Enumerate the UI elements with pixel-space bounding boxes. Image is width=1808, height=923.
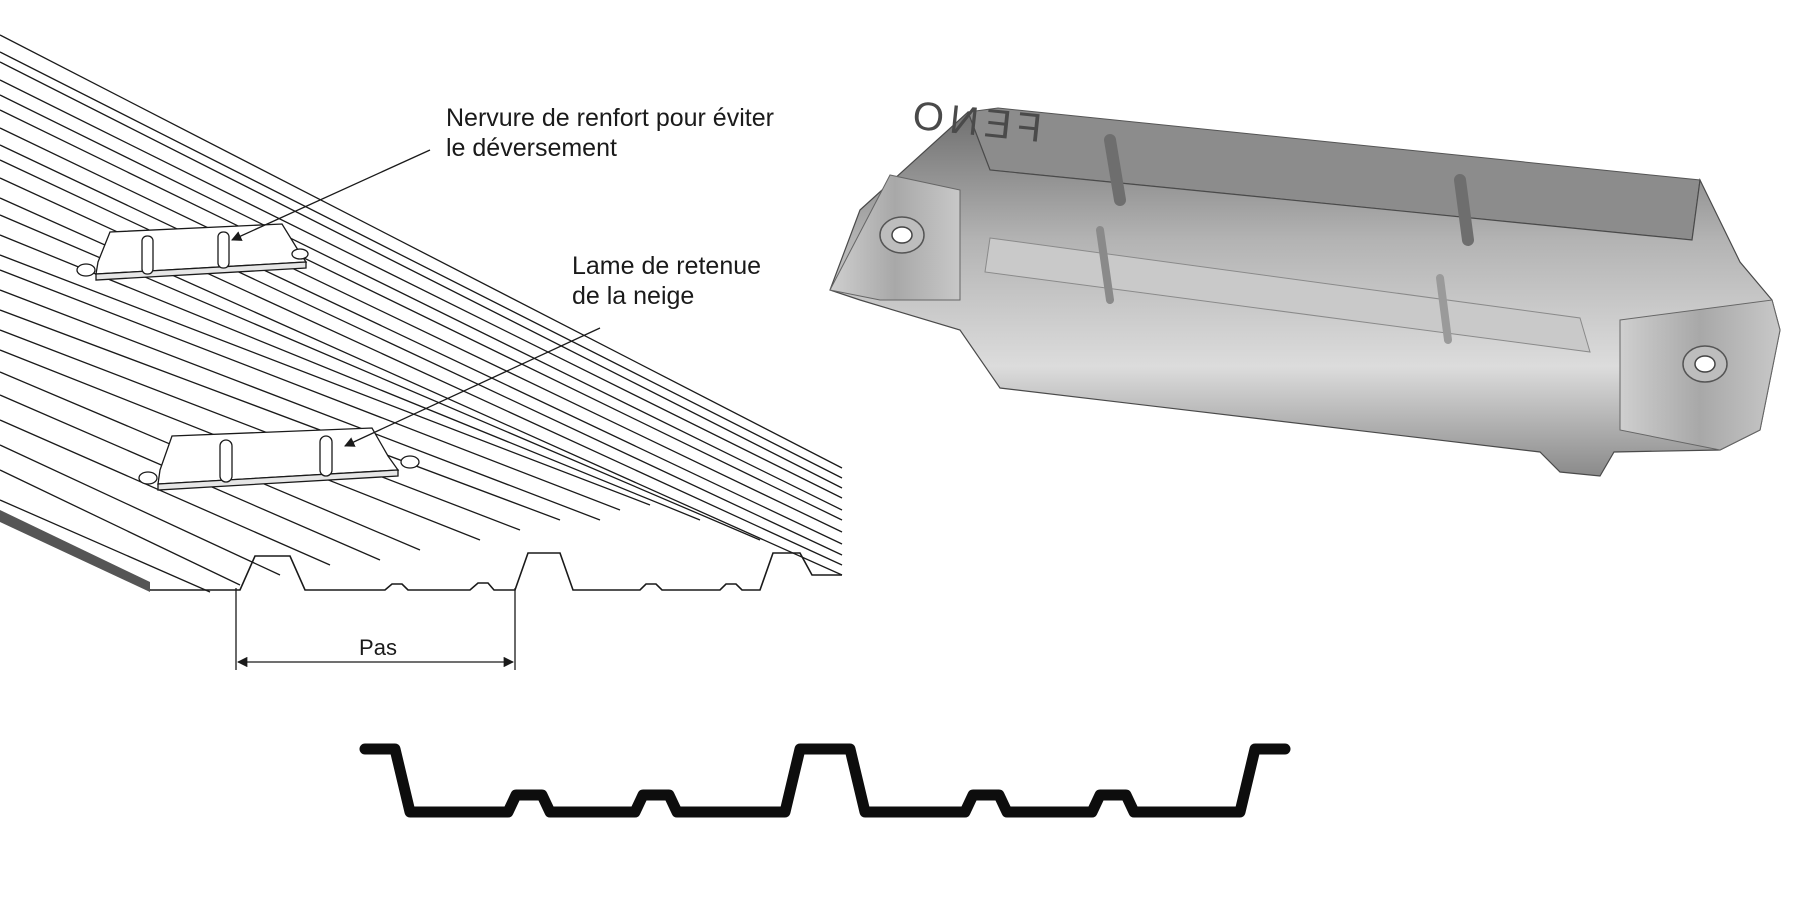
callout-rib-line2: le déversement: [446, 134, 617, 162]
pitch-dimension: [235, 588, 516, 670]
snow-guard-blade-upper: [76, 223, 309, 281]
bracket-fixing-hole-right: [1682, 345, 1728, 383]
callout-rib-leader: [231, 149, 431, 241]
bracket-stamped-mark: FENO: [905, 93, 1044, 151]
pitch-dimension-label: Pas: [359, 635, 397, 660]
trapezoidal-profile-section: [359, 743, 1291, 818]
roof-panel-illustration: [0, 34, 843, 670]
callout-blade-line2: de la neige: [572, 282, 694, 310]
callout-blade-leader: [344, 327, 601, 447]
callout-rib-line1: Nervure de renfort pour éviter: [446, 104, 774, 132]
snow-guard-blade-lower: [138, 427, 420, 491]
bracket-fixing-hole-left: [879, 216, 925, 254]
callout-blade-line1: Lame de retenue: [572, 252, 761, 280]
snow-guard-bracket-photo: FENO: [829, 93, 1781, 477]
roof-front-profile: [0, 517, 842, 591]
